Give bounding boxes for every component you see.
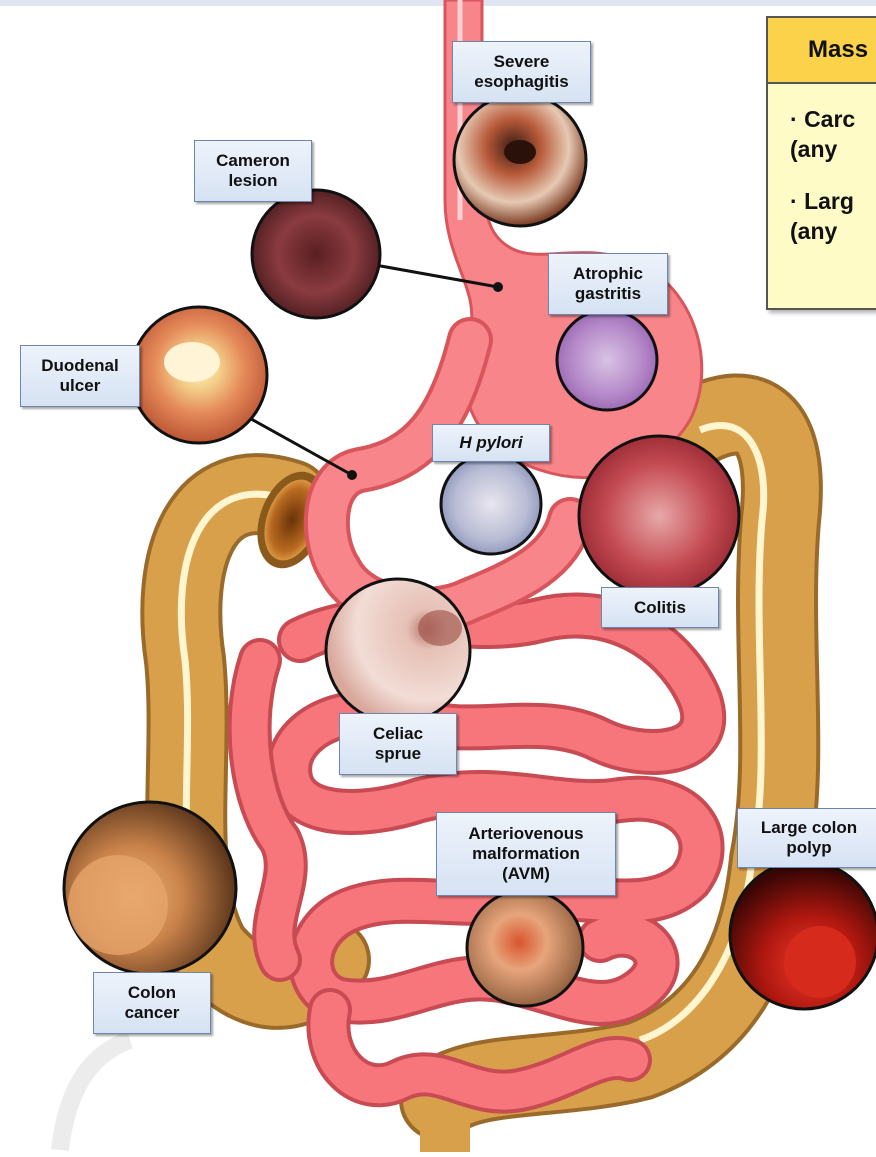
- label-large-colon-polyp: Large colon polyp: [737, 808, 876, 868]
- label-atrophic-gastritis: Atrophic gastritis: [548, 253, 668, 315]
- label-duodenal-ulcer: Duodenal ulcer: [20, 345, 140, 407]
- label-colitis: Colitis: [601, 587, 719, 628]
- tumor-mass: [68, 855, 168, 955]
- celiac-lumen: [418, 610, 462, 646]
- ulcer-crater: [164, 342, 220, 382]
- label-celiac-sprue: Celiac sprue: [339, 713, 457, 775]
- celiac-sprue-image: [326, 579, 470, 723]
- polyp-mass: [784, 926, 856, 998]
- cameron-pointer-dot: [493, 282, 503, 292]
- legend-item-carcinoma: · Carc (any: [790, 104, 855, 164]
- legend-title: Mass: [768, 18, 876, 84]
- legend-item-large-text: Larg (any: [790, 188, 854, 244]
- duodenal-pointer-dot: [347, 470, 357, 480]
- colitis-image: [579, 436, 739, 596]
- top-strip: [0, 0, 876, 6]
- label-cameron-lesion: Cameron lesion: [194, 140, 312, 202]
- label-severe-esophagitis: Severe esophagitis: [452, 41, 591, 103]
- legend-item-large: · Larg (any: [790, 186, 854, 246]
- avm-image: [467, 890, 583, 1006]
- label-h-pylori: H pylori: [432, 424, 550, 462]
- label-colon-cancer: Colon cancer: [93, 972, 211, 1034]
- label-avm: Arteriovenous malformation (AVM): [436, 812, 616, 896]
- atrophic-gastritis-image: [557, 310, 657, 410]
- watermark-arc: [60, 1040, 130, 1150]
- legend-item-carcinoma-text: Carc (any: [790, 106, 855, 162]
- mass-legend: Mass · Carc (any · Larg (any: [766, 16, 876, 310]
- cameron-lesion-image: [252, 190, 380, 318]
- esophagus-lumen: [504, 140, 536, 164]
- h-pylori-image: [441, 454, 541, 554]
